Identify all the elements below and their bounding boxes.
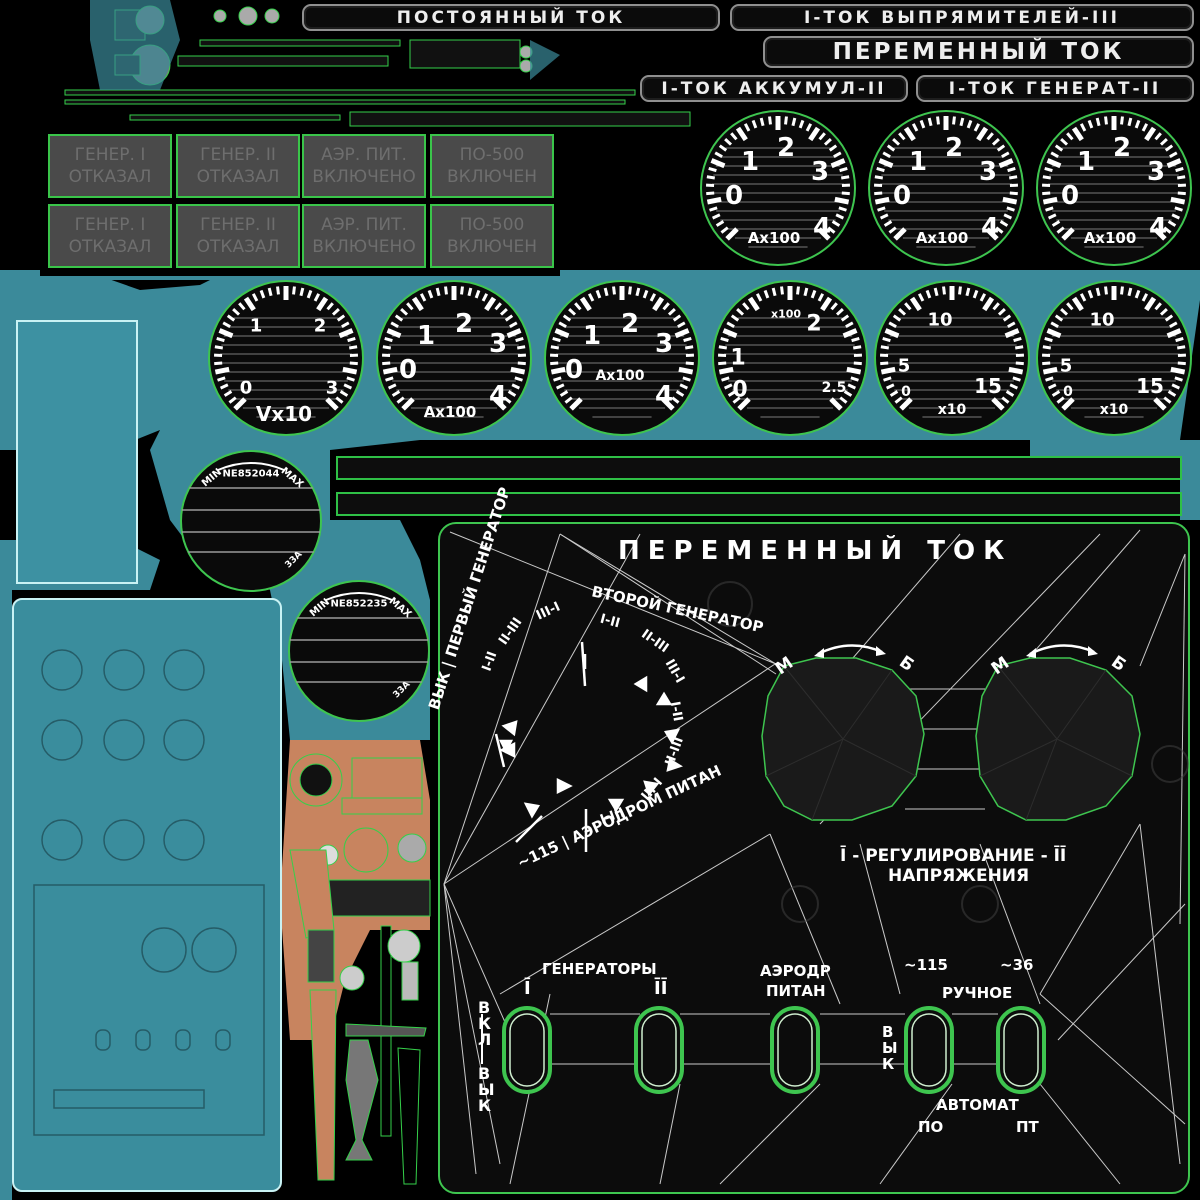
- panel-title: ПЕРЕМЕННЫЙ ТОК: [618, 536, 1013, 566]
- label-manual: РУЧНОЕ: [942, 984, 1013, 1002]
- small-parts: [289, 753, 431, 1185]
- label-vyk: ВЫК: [478, 1064, 495, 1115]
- voltage-knob-1[interactable]: [768, 662, 920, 814]
- label-gen2: ĪĪ: [654, 978, 668, 999]
- label-po: ПО: [918, 1118, 944, 1136]
- label-generator: I-ТОК ГЕНЕРАТ-II: [916, 75, 1194, 102]
- regulation-label-2: НАПРЯЖЕНИЯ: [888, 866, 1030, 886]
- lamp-airfield-power-a: АЭР. ПИТ.ВКЛЮЧЕНО: [302, 134, 426, 198]
- label-auto: АВТОМАТ: [936, 1096, 1019, 1114]
- gauge-face: [1036, 280, 1192, 436]
- label-rectifiers: I-ТОК ВЫПРЯМИТЕЛЕЙ-III: [730, 4, 1194, 31]
- rpm-gauge-2: 0 5 10 15 x10: [1034, 278, 1194, 438]
- switch-36-mode[interactable]: [998, 1008, 1044, 1092]
- switch-airfield-power[interactable]: [772, 1008, 818, 1092]
- ammeter-mid-2: 0 1 2 3 4 Ax100: [542, 278, 702, 438]
- label-pt: ПТ: [1016, 1118, 1039, 1136]
- glass-panel-top: [16, 320, 138, 584]
- small-gauge-face: [288, 580, 430, 722]
- glass-panel-sketch: [33, 649, 265, 1136]
- small-gauge-2: MIN MAX NE852235 33A: [286, 578, 432, 724]
- ammeter-mid-3: 0 1 2 2.5 x100: [710, 278, 870, 438]
- strip-lower: [336, 492, 1182, 516]
- ammeter-top-3: 0 1 2 3 4 Ax100: [1034, 108, 1194, 268]
- label-aero1: АЭРОДР: [760, 962, 831, 980]
- ammeter-mid-1: 0 1 2 3 4 Ax100: [374, 278, 534, 438]
- top-left-decor: [64, 0, 691, 127]
- label-ac: ПЕРЕМЕННЫЙ ТОК: [763, 36, 1194, 68]
- gauge-face: [376, 280, 532, 436]
- label-115: ~115: [904, 956, 948, 974]
- ammeter-top-2: 0 1 2 3 4 Ax100: [866, 108, 1026, 268]
- label-vyk-2: ВЫК: [882, 1023, 898, 1073]
- small-gauge-1: MIN MAX NE852044 33A: [178, 448, 324, 594]
- ac-panel: ПЕРЕМЕННЫЙ ТОК ВЫК | ПЕРВЫЙ ГЕНЕРАТОР ВТ…: [425, 485, 1190, 1194]
- label-aero2: ПИТАН: [766, 982, 826, 1000]
- gauge-face: [868, 110, 1024, 266]
- ammeter-top-1: 0 1 2 3 4 Ax100: [698, 108, 858, 268]
- label-vkl: ВКЛ: [478, 998, 492, 1049]
- rpm-gauge-1: 0 5 10 15 x10: [872, 278, 1032, 438]
- switch-generator-1[interactable]: [504, 1008, 550, 1092]
- switch-115-mode[interactable]: [906, 1008, 952, 1092]
- label-dc: ПОСТОЯННЫЙ ТОК: [302, 4, 720, 31]
- label-36: ~36: [1000, 956, 1034, 974]
- label-battery: I-ТОК АККУМУЛ-II: [640, 75, 908, 102]
- strip-upper: [336, 456, 1182, 480]
- gauge-face: [1036, 110, 1192, 266]
- gauge-face: [208, 280, 364, 436]
- small-gauge-face: [180, 450, 322, 592]
- gauge-face: [700, 110, 856, 266]
- gauge-face: [712, 280, 868, 436]
- dial-pos-7: I-II: [666, 700, 686, 723]
- voltmeter: 0 1 2 3 Vx10: [206, 278, 366, 438]
- panel-uv-lines: [443, 529, 1189, 1185]
- gauge-face: [544, 280, 700, 436]
- regulation-label: Ī - РЕГУЛИРОВАНИЕ - ĪĪ: [840, 846, 1067, 866]
- voltage-knob-2[interactable]: [982, 662, 1134, 814]
- lamp-airfield-power-b: АЭР. ПИТ.ВКЛЮЧЕНО: [302, 204, 426, 268]
- label-gen1: Ī: [524, 978, 531, 999]
- label-generators: ГЕНЕРАТОРЫ: [542, 960, 657, 978]
- switch-generator-2[interactable]: [636, 1008, 682, 1092]
- gauge-face: [874, 280, 1030, 436]
- glass-panel-bottom: [12, 598, 282, 1192]
